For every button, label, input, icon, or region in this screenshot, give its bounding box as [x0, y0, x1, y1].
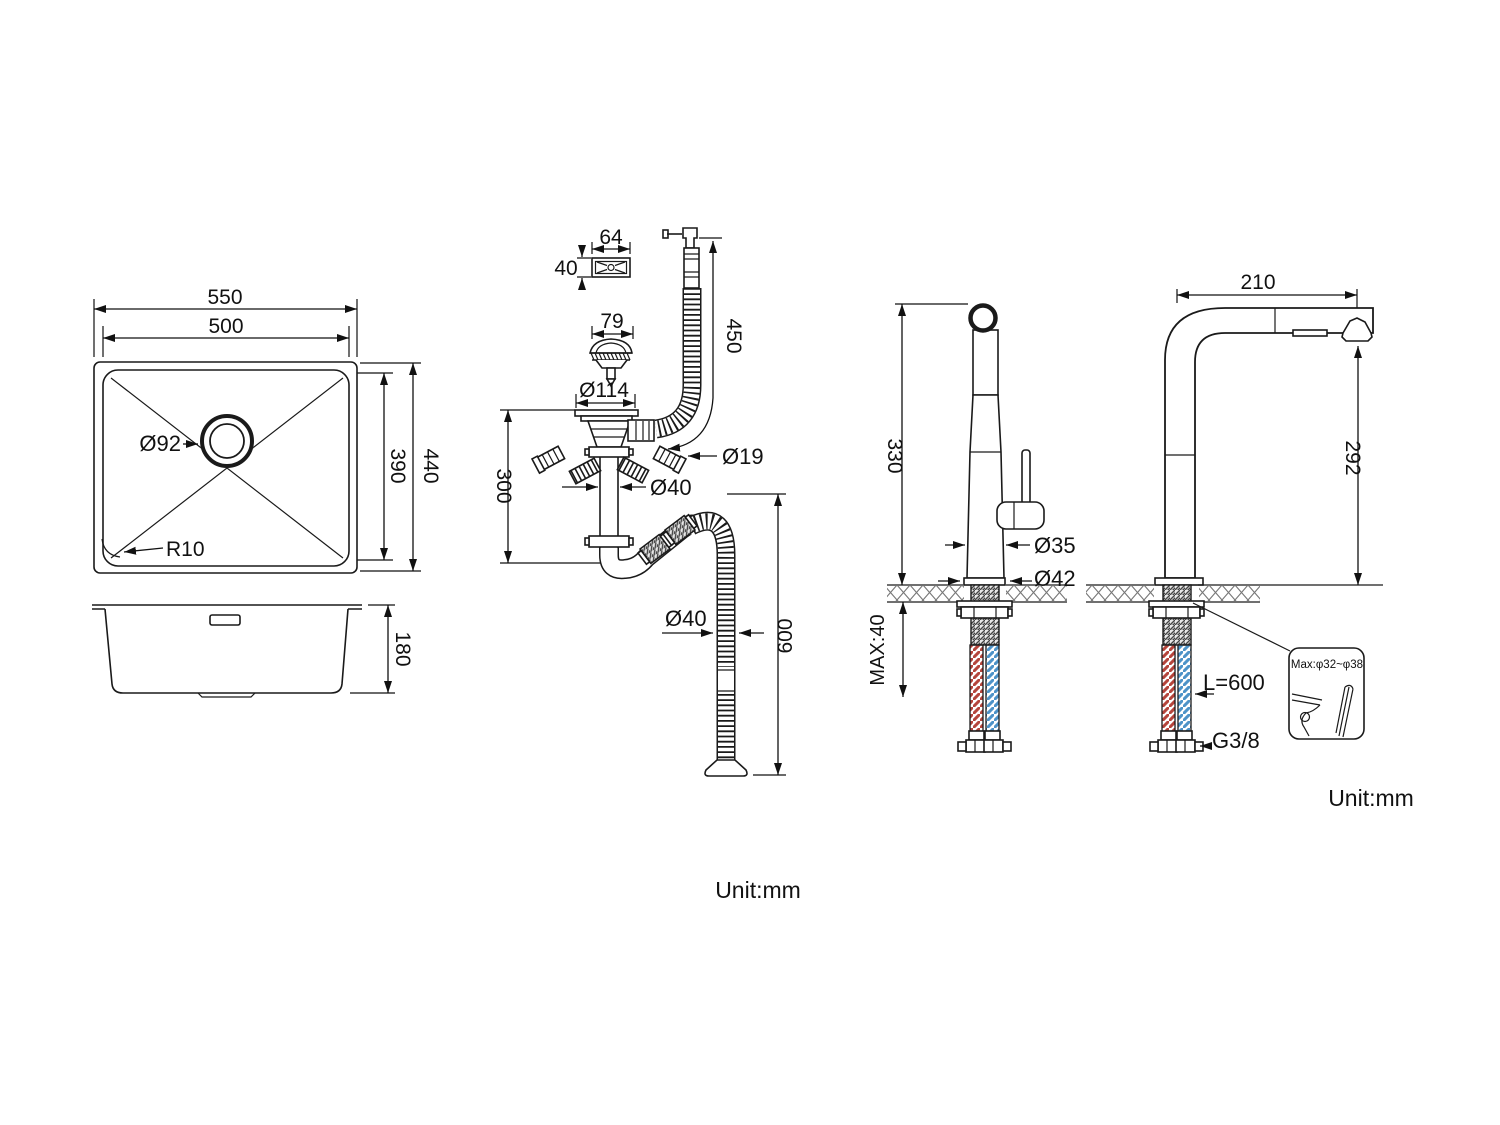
- sink-top-view: 550 500 Ø92 R10 390 440: [93, 286, 442, 574]
- dim-overflow-cover-height: 40: [554, 257, 577, 280]
- dim-thread-size: G3/8: [1212, 728, 1260, 753]
- dim-spout-height: 292: [1341, 440, 1364, 475]
- dim-overflow-hose-diameter: Ø19: [722, 444, 764, 469]
- dim-sink-length-inner: 390: [386, 448, 409, 483]
- dim-tailpipe-diameter: Ø40: [650, 475, 692, 500]
- dim-sink-width-inner: 500: [208, 315, 243, 338]
- dim-outlet-hose-length: 600: [774, 618, 797, 653]
- unit-note-bottom: Unit:mm: [715, 877, 801, 903]
- sink-side-view: 180: [92, 604, 414, 698]
- dim-outlet-hose-diameter: Ø40: [665, 606, 707, 631]
- dim-trap-height: 300: [492, 468, 515, 503]
- unit-note-right: Unit:mm: [1328, 785, 1414, 811]
- dim-sink-depth: 180: [391, 631, 414, 666]
- dim-hose-length: L=600: [1203, 670, 1265, 695]
- clamp-detail-art: [1291, 684, 1354, 738]
- dim-sink-length-outer: 440: [419, 448, 442, 483]
- dim-spout-reach: 210: [1240, 271, 1275, 294]
- dim-overflow-cover-width: 64: [599, 226, 623, 249]
- faucet-front-view: 210 292 L=600 G3/8 Max:φ32~φ38: [1086, 271, 1414, 811]
- dim-faucet-height: 330: [883, 438, 906, 473]
- dim-sink-corner-radius: R10: [166, 538, 205, 561]
- drain-kit-view: 40 64 79 450 300 Ø114: [492, 226, 797, 777]
- dim-flange-diameter: Ø114: [579, 379, 629, 402]
- dim-deck-thickness: MAX:40: [867, 614, 889, 685]
- dim-sink-drain-diameter: Ø92: [139, 431, 181, 456]
- dim-faucet-body-diameter: Ø35: [1034, 533, 1076, 558]
- hole-size-note: Max:φ32~φ38: [1291, 659, 1363, 671]
- dim-strainer-width: 79: [600, 310, 623, 333]
- faucet-side-view: 330 Ø35 Ø42 MAX:40: [867, 303, 1076, 753]
- dim-sink-width-outer: 550: [207, 286, 242, 309]
- dim-overflow-hose-length: 450: [722, 318, 745, 353]
